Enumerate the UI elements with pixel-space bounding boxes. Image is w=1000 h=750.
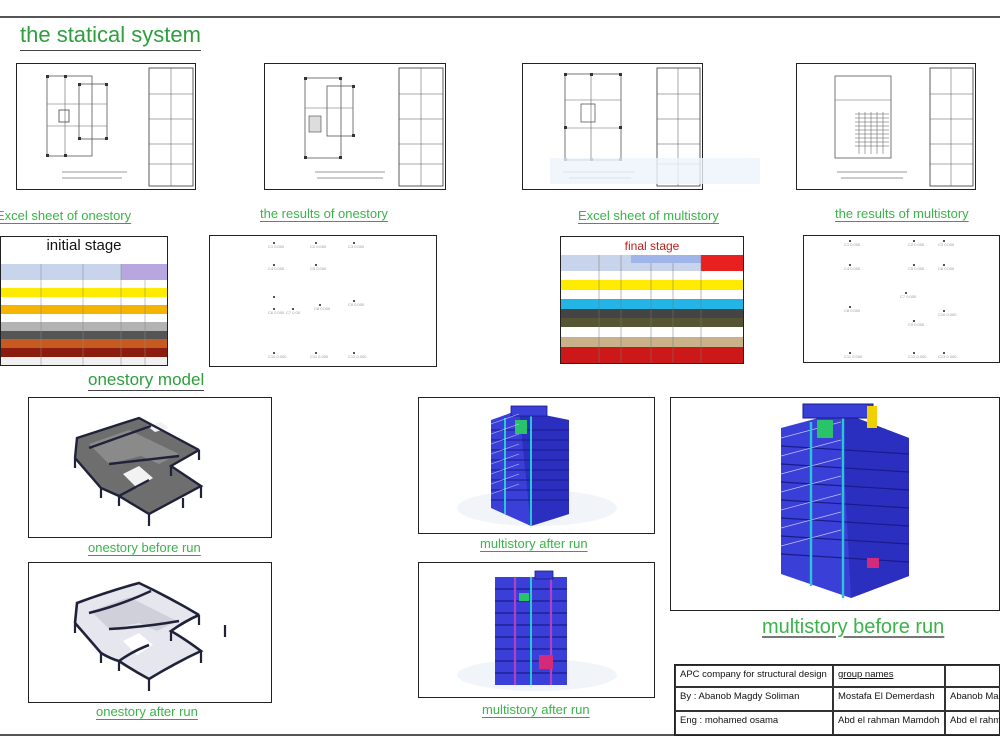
- svg-text:C13 0.000: C13 0.000: [938, 354, 957, 359]
- svg-text:C2 0.000: C2 0.000: [908, 242, 925, 247]
- svg-text:C1 0.000: C1 0.000: [844, 242, 861, 247]
- svg-text:C4 0.000: C4 0.000: [844, 266, 861, 271]
- title-block-eng: Eng : mohamed osama: [675, 711, 833, 735]
- title-block-company: APC company for structural design: [675, 665, 833, 687]
- title-block: APC company for structural design By : A…: [674, 664, 1000, 736]
- svg-text:C11 0.000: C11 0.000: [844, 354, 863, 359]
- sheet-title-final: final stage: [561, 239, 743, 253]
- title-block-group-label: group names: [833, 665, 945, 687]
- svg-text:C8 0.000: C8 0.000: [844, 308, 861, 313]
- title-block-member-1: Mostafa El Demerdash: [833, 687, 945, 711]
- page-title: the statical system: [20, 22, 201, 51]
- caption-multistory-before-run: multistory before run: [762, 616, 945, 638]
- excel-sheet-initial-stage: initial stage: [0, 236, 168, 366]
- plan-drawing-onestory-results: [264, 63, 446, 190]
- sheet-frame: [0, 16, 1000, 736]
- svg-text:C4 0.000: C4 0.000: [268, 266, 285, 271]
- svg-text:C10 0.000: C10 0.000: [938, 312, 957, 317]
- svg-text:C7 0.000: C7 0.000: [900, 294, 917, 299]
- svg-text:C5 0.000: C5 0.000: [310, 266, 327, 271]
- svg-text:C9 0.000: C9 0.000: [908, 322, 925, 327]
- caption-results-multistory: the results of multistory: [835, 206, 969, 221]
- onestory-model-label: onestory model: [88, 370, 205, 391]
- svg-text:C6 0.000: C6 0.000: [268, 310, 285, 315]
- caption-onestory-before-run: onestory before run: [88, 540, 201, 555]
- svg-text:C7 0.00: C7 0.00: [286, 310, 301, 315]
- caption-multistory-after-run-top: multistory after run: [480, 536, 588, 551]
- svg-text:C6 0.000: C6 0.000: [938, 266, 955, 271]
- title-block-by: By : Abanob Magdy Soliman: [675, 687, 833, 711]
- svg-text:C3 0.000: C3 0.000: [348, 244, 365, 249]
- multistory-before-run-model: [670, 397, 1000, 611]
- svg-text:C12 0.000: C12 0.000: [348, 354, 367, 359]
- svg-text:C2 0.000: C2 0.000: [310, 244, 327, 249]
- title-block-blank: [945, 665, 1000, 687]
- svg-text:C9 0.000: C9 0.000: [348, 302, 365, 307]
- title-block-member-4: Abd el rahm: [945, 711, 1000, 735]
- multistory-after-run-model-top: [418, 397, 655, 534]
- onestory-before-run-model: [28, 397, 272, 538]
- svg-text:C11 0.000: C11 0.000: [310, 354, 329, 359]
- svg-text:C10 0.000: C10 0.000: [268, 354, 287, 359]
- faint-watermark-bar: [550, 158, 760, 184]
- caption-results-onestory: the results of onestory: [260, 206, 388, 221]
- caption-excel-multistory: Excel sheet of multistory: [578, 208, 719, 223]
- svg-text:C3 0.000: C3 0.000: [938, 242, 955, 247]
- title-block-member-2: Abanob Mag: [945, 687, 1000, 711]
- caption-excel-onestory: Excel sheet of onestory: [0, 208, 132, 223]
- excel-sheet-final-stage: final stage: [560, 236, 744, 364]
- sheet-title-initial: initial stage: [1, 237, 167, 254]
- plan-drawing-multistory-results: [796, 63, 976, 190]
- svg-text:C8 0.000: C8 0.000: [314, 306, 331, 311]
- caption-multistory-after-run-bottom: multistory after run: [482, 702, 590, 717]
- svg-text:C12 0.000: C12 0.000: [908, 354, 927, 359]
- results-multistory-drawing: C1 0.000 C2 0.000 C3 0.000 C4 0.000 C5 0.00…: [803, 235, 1000, 363]
- multistory-after-run-model-bottom: [418, 562, 655, 698]
- title-block-member-3: Abd el rahman Mamdoh: [833, 711, 945, 735]
- results-onestory-drawing: C1 0.000 C2 0.000 C3 0.000 C4 0.000 C5 0.00…: [209, 235, 437, 367]
- svg-text:C5 0.000: C5 0.000: [908, 266, 925, 271]
- svg-text:C1 0.000: C1 0.000: [268, 244, 285, 249]
- caption-onestory-after-run: onestory after run: [96, 704, 198, 719]
- onestory-after-run-model: [28, 562, 272, 703]
- plan-drawing-onestory: [16, 63, 196, 190]
